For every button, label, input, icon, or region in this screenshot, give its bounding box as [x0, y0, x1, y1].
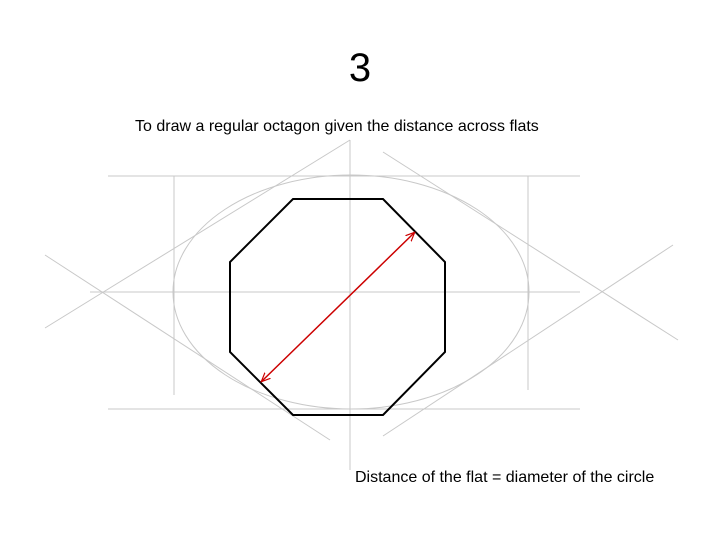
- slide-title: To draw a regular octagon given the dist…: [135, 118, 539, 135]
- diagram-caption: Distance of the flat = diameter of the c…: [355, 469, 655, 486]
- construction-lines: [44, 139, 679, 470]
- distance-across-flats-arrow: [262, 233, 414, 381]
- tangent-line-upper-right: [382, 151, 679, 341]
- tangent-line-lower-left: [44, 254, 331, 441]
- tangent-line-lower-right: [382, 244, 674, 437]
- octagon: [229, 198, 446, 416]
- slide-number: 3: [348, 46, 372, 90]
- construction-circle: [172, 174, 530, 410]
- tangent-line-upper-left: [44, 139, 351, 329]
